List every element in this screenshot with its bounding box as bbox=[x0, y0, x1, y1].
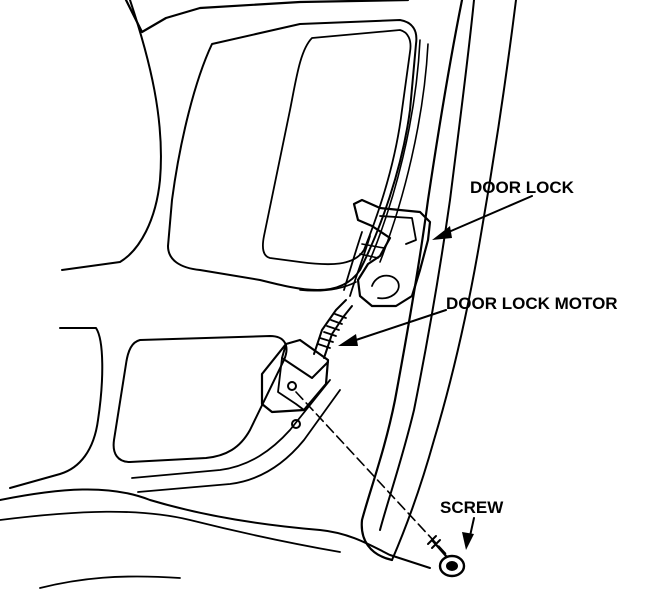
motor-mount-hole-lower bbox=[291, 419, 301, 429]
upper-window-opening bbox=[167, 19, 429, 291]
door-lock-arrow bbox=[432, 195, 533, 240]
door-panel-outline bbox=[0, 0, 431, 589]
motor-mount-hole bbox=[287, 381, 297, 391]
door-lock-assembly bbox=[352, 198, 432, 308]
door-lock-label: DOOR LOCK bbox=[470, 178, 575, 197]
door-lock-motor bbox=[260, 299, 353, 429]
lock-linkage-rods bbox=[299, 231, 371, 297]
screw-assembly bbox=[295, 391, 466, 578]
door-frame-pillar bbox=[360, 0, 517, 562]
screw-icon bbox=[427, 535, 466, 578]
lower-panel-opening bbox=[112, 335, 341, 493]
screw-label: SCREW bbox=[440, 498, 504, 517]
screw-alignment-line bbox=[295, 391, 447, 555]
door-lock-motor-arrow bbox=[338, 309, 447, 346]
screw-arrow bbox=[462, 517, 475, 550]
door-lock-motor-label: DOOR LOCK MOTOR bbox=[446, 294, 618, 313]
leader-arrows bbox=[338, 195, 533, 550]
